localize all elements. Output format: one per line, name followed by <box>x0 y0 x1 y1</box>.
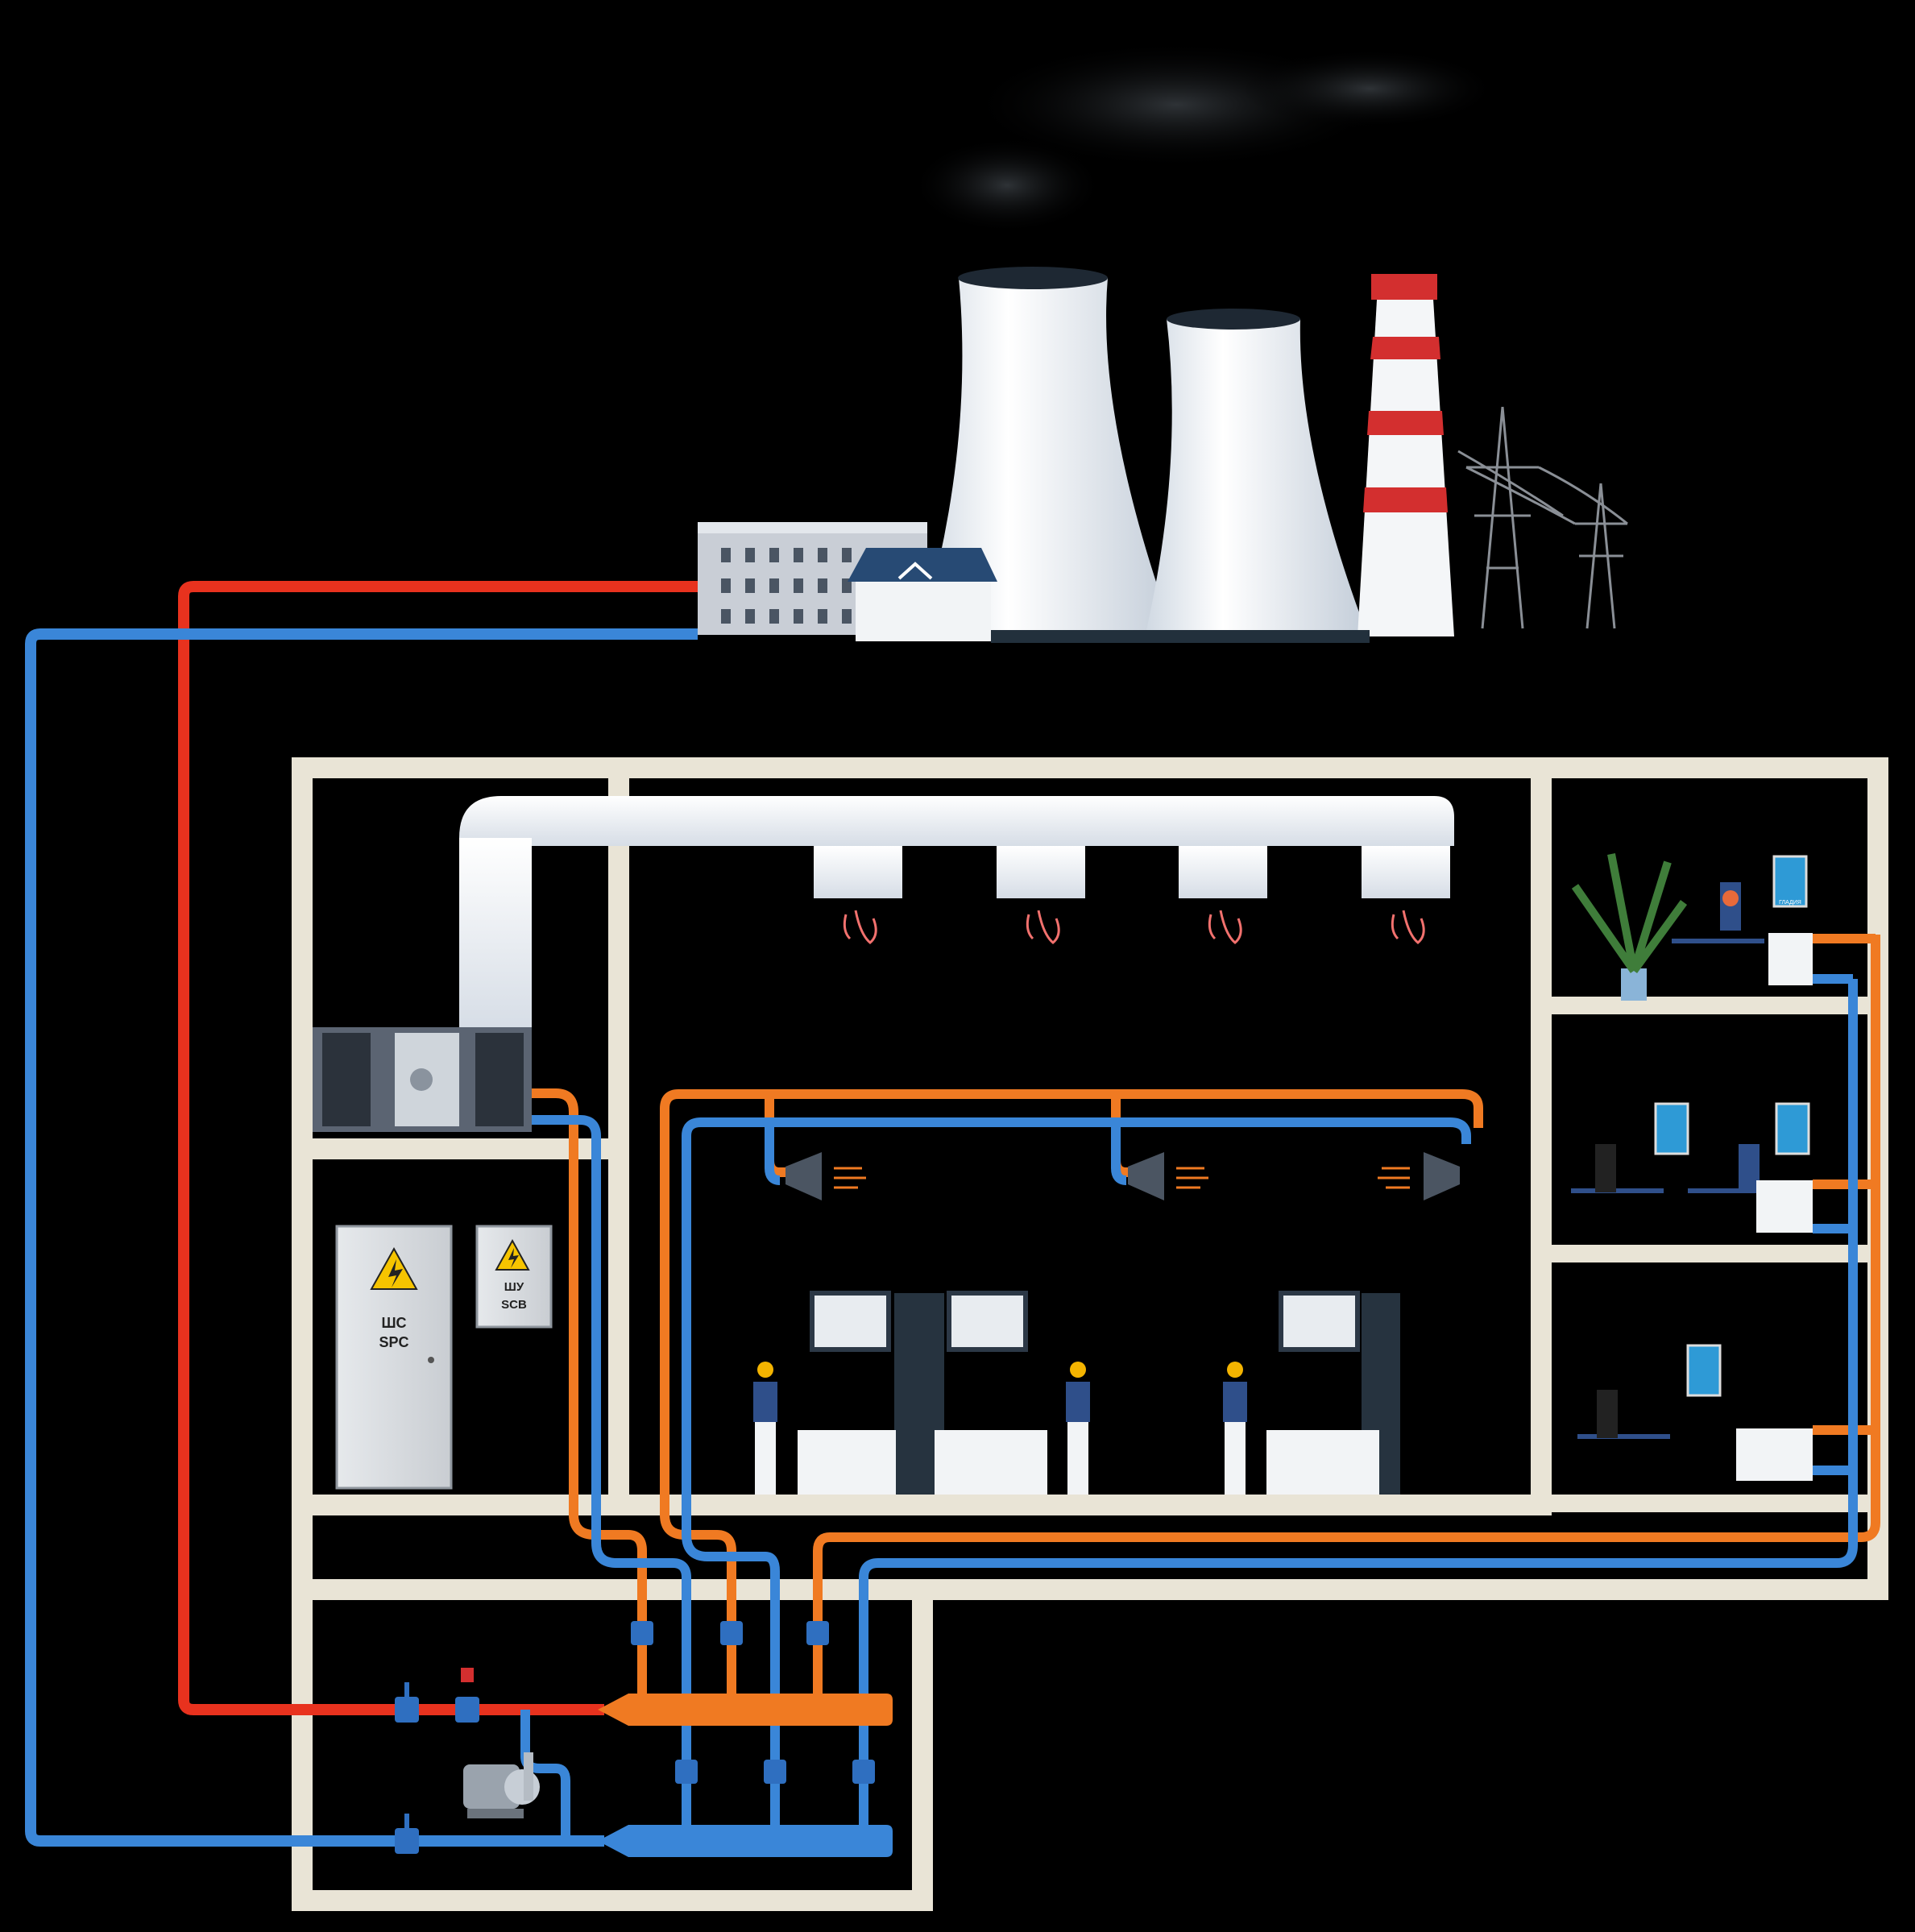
cooling-tower-icon <box>918 267 1370 641</box>
building-structure <box>292 757 1888 1911</box>
air-heater-unit <box>785 1152 1460 1200</box>
administration-building <box>848 548 1370 643</box>
cold-branch-pipes <box>520 974 1858 1841</box>
smoke-cloud <box>910 40 1498 234</box>
ventilation-duct <box>459 796 1454 1031</box>
air-heater-icon <box>313 1027 532 1132</box>
warm-air-icon <box>834 1167 1410 1189</box>
cold-return-pipe <box>25 628 698 1847</box>
cold-manifold <box>598 1825 893 1857</box>
radiator-icon <box>1736 933 1813 1481</box>
control-cabinet-label-line1: ШУ <box>504 1280 524 1294</box>
cabinet-label-line1: ШС <box>381 1315 406 1331</box>
poster-caption: ГЛАДИЯ <box>1779 900 1801 906</box>
pump-icon <box>463 1752 540 1818</box>
worker-icon <box>753 1362 1247 1495</box>
office-worker-icon <box>1571 882 1780 1439</box>
air-flow-icon <box>843 910 1425 944</box>
plant-icon <box>1571 853 1688 1001</box>
chimney-icon <box>1357 274 1454 636</box>
power-line-icon <box>1457 406 1628 629</box>
valve-icon <box>395 1621 875 1854</box>
control-cabinet: ШУ SCB <box>475 1225 553 1329</box>
poster-icon: ГЛАДИЯ <box>1654 855 1810 1397</box>
hot-supply-pipe <box>178 581 698 1715</box>
machine-tool-icon <box>798 1291 1400 1495</box>
control-cabinet-label-line2: SCB <box>501 1298 527 1312</box>
cabinet-label-line2: SPC <box>379 1334 408 1350</box>
main-electrical-cabinet: ШС SPC <box>335 1225 453 1490</box>
hot-manifold <box>598 1694 893 1726</box>
